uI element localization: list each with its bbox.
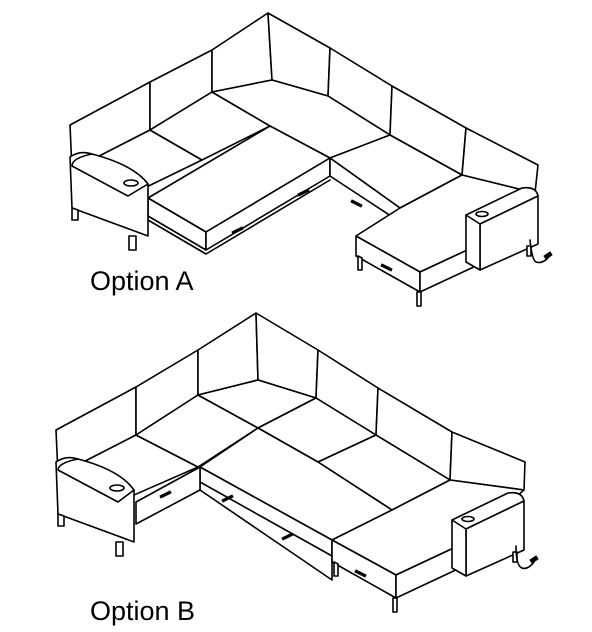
- right-arm: [451, 491, 525, 577]
- chaise: [331, 479, 525, 613]
- option-b-label: Option B: [90, 596, 196, 626]
- option-a-figure: Option A: [0, 0, 592, 310]
- back-cushions: [55, 312, 526, 491]
- storage-base: [135, 466, 201, 525]
- usb-cable: [529, 239, 553, 264]
- option-b-sofa-drawing: [55, 312, 539, 613]
- usb-cable: [515, 545, 539, 570]
- back-cushions: [69, 12, 539, 194]
- left-arm: [55, 456, 135, 557]
- option-b-figure: Option B: [0, 310, 592, 632]
- pull-out-bed: [199, 427, 393, 581]
- left-arm: [69, 151, 149, 251]
- chaise: [355, 174, 536, 307]
- right-arm: [465, 186, 539, 271]
- option-a-sofa-drawing: [69, 12, 553, 307]
- option-a-label: Option A: [90, 266, 194, 296]
